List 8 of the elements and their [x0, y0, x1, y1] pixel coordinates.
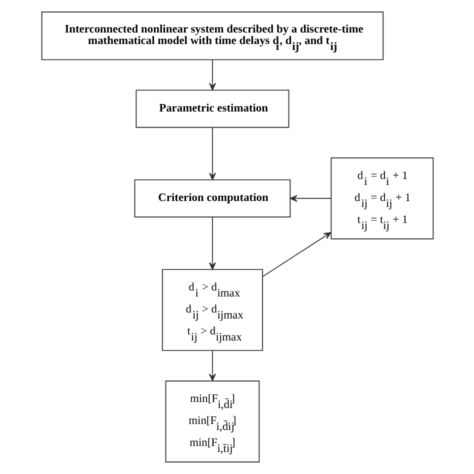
node-box: Parametric estimation: [135, 90, 289, 128]
node-box: Criterion computation: [134, 179, 290, 218]
arrow: [208, 60, 216, 90]
arrow: [208, 350, 216, 382]
arrow: [208, 216, 216, 270]
arrow: [289, 194, 331, 202]
arrow: [208, 127, 216, 180]
arrow: [262, 232, 331, 277]
